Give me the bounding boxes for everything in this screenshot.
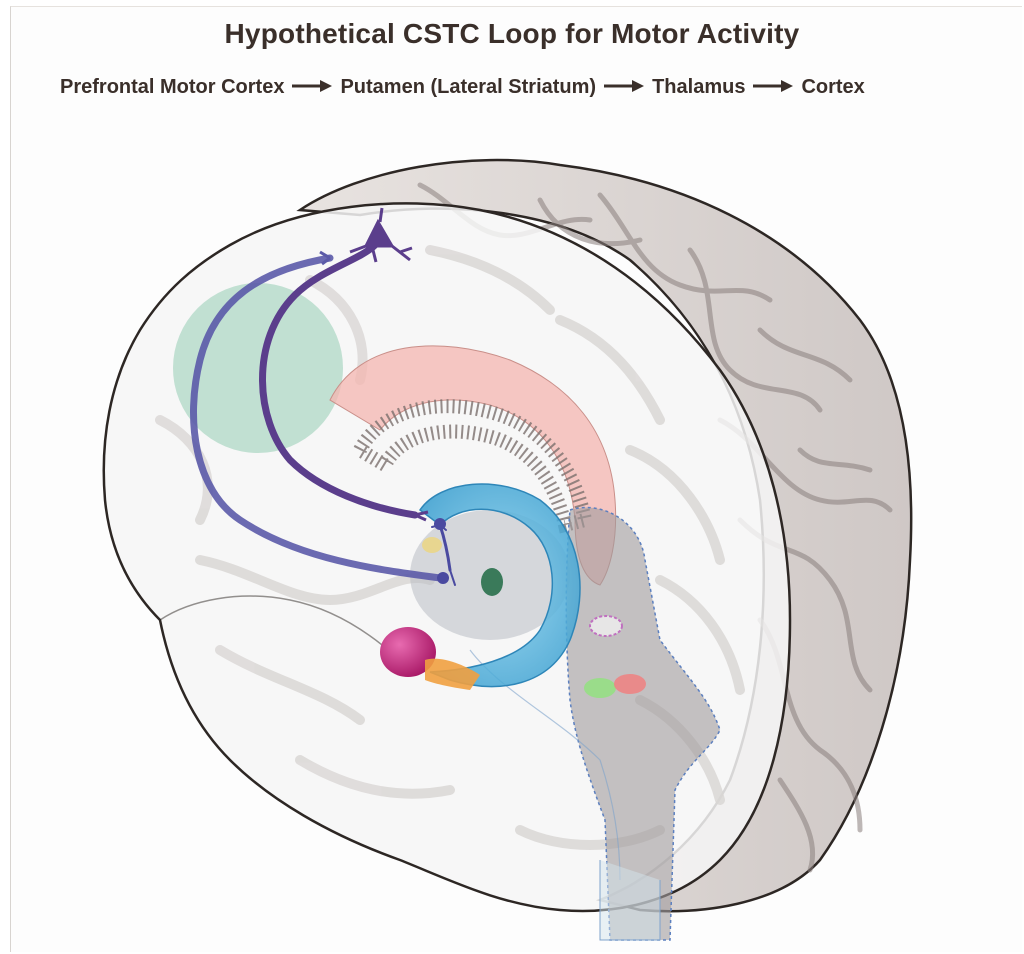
thalamic-terminal xyxy=(437,572,449,584)
striatal-terminal xyxy=(434,518,446,530)
nucleus-accumbens xyxy=(422,537,442,553)
red-nucleus xyxy=(614,674,646,694)
green-nucleus xyxy=(584,678,616,698)
globus-pallidus xyxy=(481,568,503,596)
hypothalamus-nucleus xyxy=(590,616,622,636)
